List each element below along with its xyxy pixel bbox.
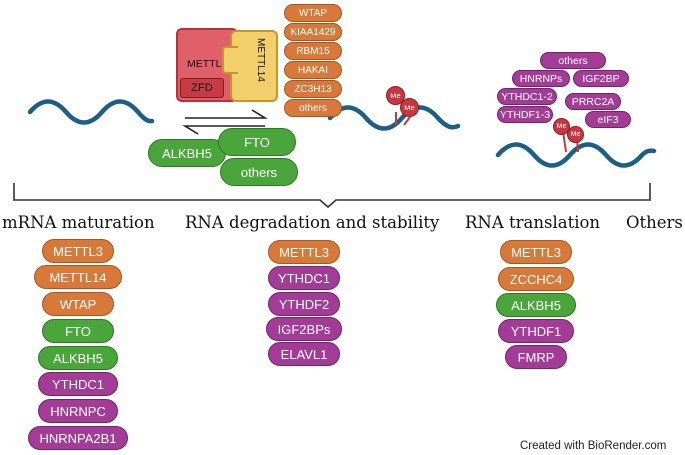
translation-item: ALKBH5 bbox=[496, 293, 576, 317]
writer-partner-pill: RBM15 bbox=[284, 42, 342, 60]
degradation-item: METTL3 bbox=[268, 240, 340, 264]
maturation-item: METTL3 bbox=[42, 239, 114, 263]
reader-pill-igf2bp: IGF2BP bbox=[573, 70, 629, 87]
writer-partner-pill: ZC3H13 bbox=[284, 80, 342, 98]
methyl-mark: Me bbox=[553, 118, 570, 135]
degradation-item: YTHDF2 bbox=[268, 292, 340, 316]
mettl14-label: METTL14 bbox=[255, 38, 266, 82]
maturation-item: METTL14 bbox=[34, 265, 122, 289]
translation-item: YTHDF1 bbox=[498, 319, 574, 343]
writer-partner-pill: others bbox=[284, 99, 342, 117]
heading-rna-translation: RNA translation bbox=[465, 213, 601, 232]
reader-pill-prrc2a: PRRC2A bbox=[565, 93, 621, 110]
translation-item: METTL3 bbox=[500, 240, 572, 264]
arrow-forward bbox=[185, 109, 268, 119]
mettl3-label: METTL3 bbox=[187, 58, 228, 70]
category-bracket bbox=[13, 183, 651, 209]
heading-others: Others bbox=[626, 213, 683, 232]
maturation-item: HNRNPA2B1 bbox=[28, 426, 128, 450]
zfd-label: ZFD bbox=[191, 82, 213, 94]
eraser-pill-alkbh5: ALKBH5 bbox=[148, 139, 226, 167]
degradation-item: IGF2BPs bbox=[266, 317, 342, 341]
reader-pill-ythdf1-3: YTHDF1-3 bbox=[497, 106, 553, 123]
heading-mrna-maturation: mRNA maturation bbox=[2, 213, 155, 232]
reader-pill-hnrnps: HNRNPs bbox=[512, 70, 570, 87]
eraser-pill-fto: FTO bbox=[218, 128, 296, 156]
maturation-item: HNRNPC bbox=[38, 399, 118, 423]
maturation-item: YTHDC1 bbox=[38, 372, 118, 396]
rna-strand-right bbox=[495, 142, 657, 168]
biorender-credit: Created with BioRender.com bbox=[520, 440, 667, 452]
methyl-mark: Me bbox=[567, 126, 584, 143]
maturation-item: WTAP bbox=[42, 292, 114, 316]
arrow-reverse bbox=[182, 125, 265, 135]
heading-rna-degradation: RNA degradation and stability bbox=[185, 213, 440, 232]
rna-strand-left bbox=[27, 99, 155, 125]
mettl14-notch bbox=[222, 46, 238, 74]
zfd-box: ZFD bbox=[180, 78, 224, 98]
rna-strand-middle bbox=[327, 105, 461, 131]
reader-pill-eif3: eIF3 bbox=[585, 111, 631, 128]
methyl-mark: Me bbox=[400, 98, 419, 117]
maturation-item: FTO bbox=[42, 319, 114, 343]
reader-pill-others: others bbox=[540, 52, 606, 69]
degradation-item: YTHDC1 bbox=[268, 266, 340, 290]
writer-partner-pill: HAKAI bbox=[284, 61, 342, 79]
translation-item: ZCCHC4 bbox=[498, 267, 574, 291]
reader-pill-ythdc1-2: YTHDC1-2 bbox=[497, 88, 557, 105]
writer-partner-pill: WTAP bbox=[284, 4, 342, 22]
maturation-item: ALKBH5 bbox=[38, 346, 118, 370]
methyl-stalk bbox=[403, 116, 411, 126]
methyl-mark: Me bbox=[386, 86, 405, 105]
degradation-item: ELAVL1 bbox=[268, 342, 340, 366]
writer-partner-pill: KIAA1429 bbox=[284, 23, 342, 41]
eraser-pill-others: others bbox=[220, 158, 298, 186]
translation-item: FMRP bbox=[505, 345, 567, 369]
